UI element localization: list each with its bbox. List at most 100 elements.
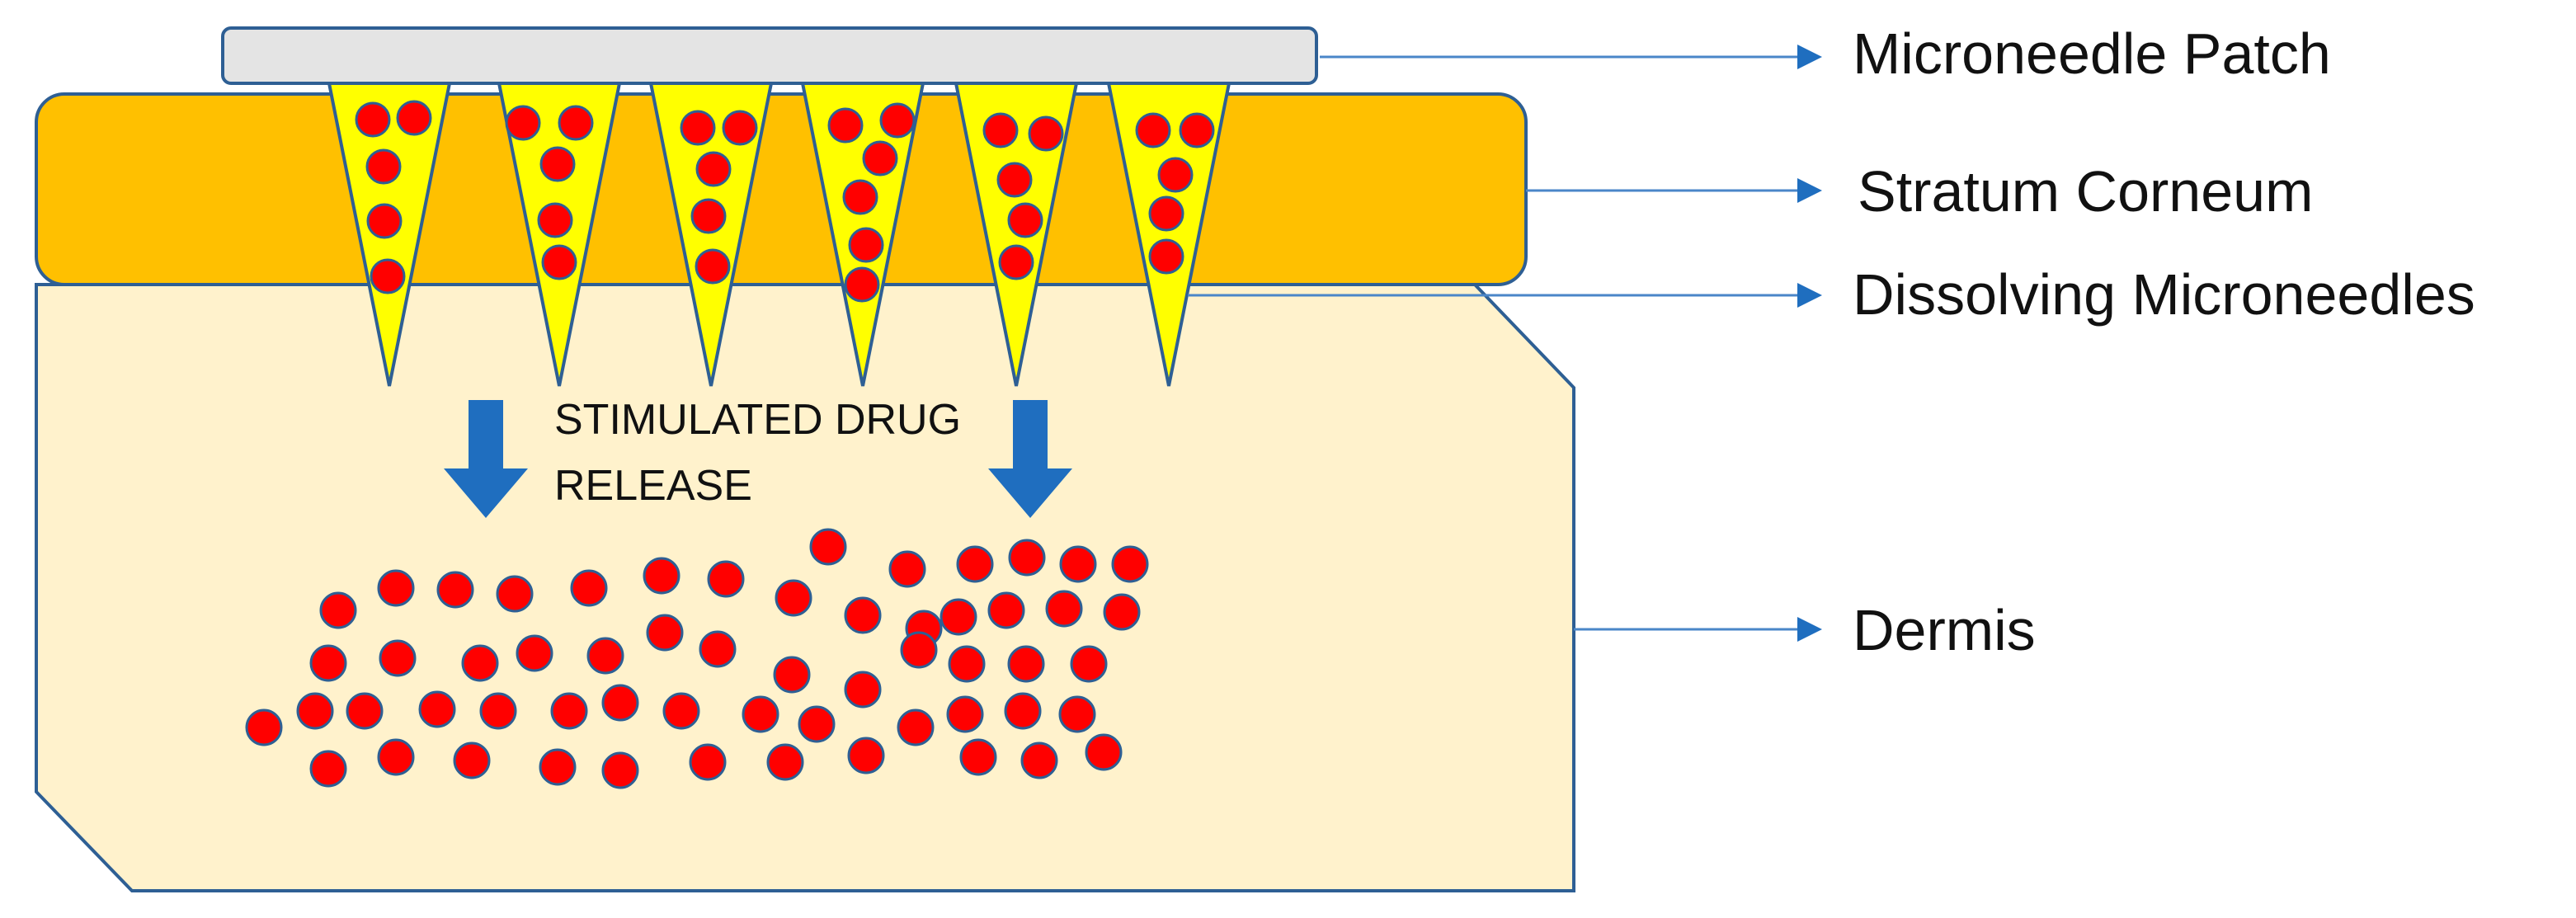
microneedle-6 bbox=[1106, 82, 1231, 387]
needle-drug-particle bbox=[537, 202, 573, 238]
dermis-drug-particle bbox=[1007, 645, 1045, 683]
label-stratum-corneum: Stratum Corneum bbox=[1858, 159, 2314, 224]
needle-drug-particle bbox=[558, 105, 594, 141]
needle-drug-particle bbox=[370, 258, 406, 294]
stratum-corneum-layer bbox=[35, 92, 1528, 286]
label-dissolving-microneedles: Dissolving Microneedles bbox=[1853, 262, 2475, 327]
dermis-drug-particle bbox=[1111, 545, 1149, 583]
dermis-drug-particle bbox=[959, 738, 997, 776]
dermis-drug-particle bbox=[461, 644, 499, 682]
dermis-drug-particle bbox=[245, 709, 283, 746]
dermis-drug-particle bbox=[418, 690, 456, 728]
microneedle-group bbox=[327, 82, 1231, 387]
released-drug-particles bbox=[245, 528, 1149, 789]
release-arrow-left bbox=[444, 400, 528, 518]
needle-drug-particle bbox=[396, 100, 432, 136]
dermis-drug-particle bbox=[689, 743, 727, 781]
dermis-drug-particle bbox=[377, 569, 415, 607]
dermis-drug-particle bbox=[946, 695, 984, 733]
dermis-drug-particle bbox=[539, 748, 577, 786]
needle-drug-particle bbox=[1028, 115, 1064, 152]
dermis-drug-particle bbox=[1059, 545, 1097, 583]
dermis-drug-particle bbox=[296, 692, 334, 730]
dermis-drug-particle bbox=[319, 591, 357, 629]
needle-drug-particle bbox=[722, 110, 758, 146]
dermis-drug-particle bbox=[309, 644, 347, 682]
needle-drug-particle bbox=[1135, 112, 1171, 148]
dermis-drug-particle bbox=[1070, 645, 1108, 683]
dermis-drug-particle bbox=[798, 705, 836, 743]
dermis-drug-particle bbox=[516, 634, 553, 672]
label-microneedle-patch: Microneedle Patch bbox=[1853, 21, 2331, 86]
dermis-drug-particle bbox=[586, 637, 624, 675]
needle-drug-particle bbox=[695, 151, 732, 187]
dermis-drug-particle bbox=[1008, 539, 1046, 577]
dermis-drug-particle bbox=[309, 750, 347, 788]
dermis-drug-particle bbox=[379, 639, 417, 677]
dermis-drug-particle bbox=[1004, 692, 1042, 730]
microneedle-patch-backing bbox=[221, 26, 1318, 85]
dermis-drug-particle bbox=[956, 545, 994, 583]
dermis-drug-particle bbox=[1020, 741, 1058, 779]
dermis-drug-particle bbox=[775, 579, 812, 617]
dermis-drug-particle bbox=[479, 692, 517, 730]
needle-drug-particle bbox=[982, 112, 1019, 148]
dermis-drug-particle bbox=[987, 591, 1025, 629]
dermis-drug-particle bbox=[646, 614, 684, 652]
dermis-drug-particle bbox=[570, 569, 608, 607]
dermis-drug-particle bbox=[888, 550, 926, 588]
dermis-drug-particle bbox=[940, 598, 977, 636]
dermis-drug-particle bbox=[496, 575, 534, 613]
needle-drug-particle bbox=[1148, 195, 1184, 232]
dermis-drug-particle bbox=[773, 656, 811, 694]
dermis-drug-particle bbox=[453, 741, 491, 779]
needle-drug-particle bbox=[844, 266, 880, 303]
needle-drug-particle bbox=[505, 105, 541, 141]
dermis-drug-particle bbox=[1085, 733, 1123, 771]
needle-drug-particle bbox=[366, 203, 403, 239]
dermis-drug-particle bbox=[707, 560, 745, 598]
needle-drug-particle bbox=[539, 146, 576, 182]
needle-drug-particle bbox=[680, 110, 716, 146]
needle-drug-particle bbox=[827, 107, 864, 144]
dermis-drug-particle bbox=[1045, 590, 1083, 628]
needle-drug-particle bbox=[1007, 202, 1043, 238]
needle-drug-particle bbox=[355, 101, 391, 138]
dermis-drug-particle bbox=[742, 695, 779, 733]
needle-drug-particle bbox=[1148, 238, 1184, 275]
needle-drug-particle bbox=[1179, 112, 1215, 148]
dermis-drug-particle bbox=[643, 557, 680, 595]
needle-drug-particle bbox=[690, 198, 727, 234]
dermis-drug-particle bbox=[346, 692, 384, 730]
dermis-drug-particle bbox=[436, 571, 474, 609]
dermis-drug-particle bbox=[948, 645, 986, 683]
needle-drug-particle bbox=[541, 244, 577, 280]
dermis-drug-particle bbox=[766, 743, 804, 781]
needle-drug-particle bbox=[862, 140, 898, 177]
dermis-drug-particle bbox=[601, 751, 639, 789]
annotation-line-2: RELEASE bbox=[554, 462, 752, 510]
needle-drug-particle bbox=[695, 248, 731, 285]
dermis-drug-particle bbox=[897, 709, 935, 746]
dermis-drug-particle bbox=[844, 596, 882, 634]
release-arrow-right bbox=[988, 400, 1072, 518]
needle-drug-particle bbox=[842, 179, 878, 215]
needle-drug-particle bbox=[998, 244, 1034, 280]
needle-drug-particle bbox=[879, 102, 916, 139]
dermis-drug-particle bbox=[847, 737, 885, 774]
needle-drug-particle bbox=[848, 227, 884, 263]
dermis-drug-particle bbox=[900, 631, 938, 669]
needle-drug-particle bbox=[1157, 157, 1194, 193]
annotation-line-1: STIMULATED DRUG bbox=[554, 396, 962, 444]
dermis-drug-particle bbox=[601, 684, 639, 722]
dermis-drug-particle bbox=[844, 671, 882, 709]
dermis-drug-particle bbox=[699, 630, 737, 668]
needle-drug-particle bbox=[996, 162, 1033, 198]
dermis-drug-particle bbox=[662, 692, 700, 730]
dermis-drug-particle bbox=[1058, 695, 1096, 733]
microneedle-3 bbox=[648, 82, 774, 387]
needle-drug-particle bbox=[365, 148, 402, 185]
dermis-drug-particle bbox=[809, 528, 847, 566]
